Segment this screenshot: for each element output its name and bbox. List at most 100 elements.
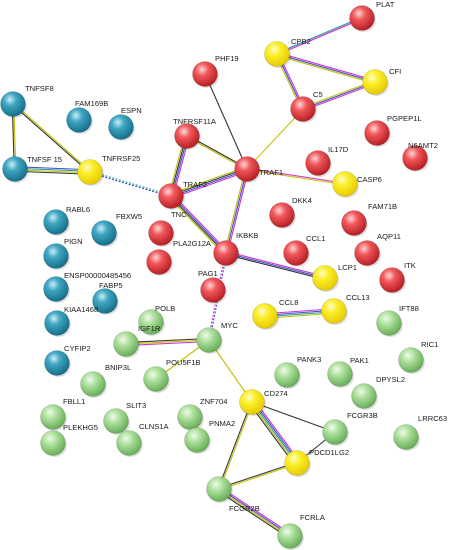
node-kiaa1468[interactable]: KIAA1468 — [44, 305, 99, 337]
node-plekhg5[interactable]: PLEKHG5 — [40, 423, 99, 457]
node-sphere[interactable] — [66, 107, 92, 133]
node-fbll1[interactable]: FBLL1 — [40, 397, 86, 431]
node-sphere[interactable] — [91, 220, 117, 246]
node-sphere[interactable] — [362, 69, 388, 95]
node-ccl8[interactable]: CCL8 — [252, 298, 299, 330]
node-sphere[interactable] — [43, 209, 69, 235]
node-sphere[interactable] — [206, 476, 232, 502]
node-fcrla[interactable]: FCRLA — [277, 513, 326, 550]
node-polb[interactable]: POLB — [138, 304, 176, 336]
node-lrrc63[interactable]: LRRC63 — [393, 414, 448, 451]
node-sphere[interactable] — [0, 91, 26, 117]
node-rabl6[interactable]: RABL6 — [43, 205, 91, 236]
node-sphere[interactable] — [43, 276, 69, 302]
node-pign[interactable]: PIGN — [43, 237, 83, 270]
node-sphere[interactable] — [364, 120, 390, 146]
node-slit3[interactable]: SLIT3 — [103, 401, 147, 435]
node-dkk4[interactable]: DKK4 — [269, 196, 312, 229]
node-pdcd1lg2[interactable]: PDCD1LG2 — [284, 448, 350, 477]
node-lcp1[interactable]: LCP1 — [312, 263, 358, 292]
node-cpb2[interactable]: CPB2 — [264, 37, 311, 68]
node-sphere[interactable] — [398, 347, 424, 373]
node-dpysl2[interactable]: DPYSL2 — [351, 375, 406, 410]
node-sphere[interactable] — [239, 389, 265, 415]
node-sphere[interactable] — [327, 361, 353, 387]
node-sphere[interactable] — [379, 267, 405, 293]
node-sphere[interactable] — [116, 430, 142, 456]
node-bnip3l[interactable]: BNIP3L — [80, 363, 132, 398]
node-cfi[interactable]: CFI — [362, 67, 402, 96]
node-sphere[interactable] — [174, 123, 200, 149]
node-sphere[interactable] — [354, 240, 380, 266]
node-fbxw5[interactable]: FBXW5 — [91, 212, 143, 247]
node-myc[interactable]: MYC — [196, 321, 239, 354]
node-sphere[interactable] — [290, 96, 316, 122]
node-sphere[interactable] — [213, 240, 239, 266]
node-sphere[interactable] — [143, 366, 169, 392]
node-traf2[interactable]: TRAF2 — [158, 180, 208, 210]
node-sphere[interactable] — [322, 419, 348, 445]
node-sphere[interactable] — [277, 523, 303, 549]
node-sphere[interactable] — [264, 41, 290, 67]
node-sphere[interactable] — [192, 61, 218, 87]
node-sphere[interactable] — [284, 450, 310, 476]
node-sphere[interactable] — [234, 156, 260, 182]
node-fabp5[interactable]: FABP5 — [92, 281, 123, 315]
node-fam71b[interactable]: FAM71B — [341, 202, 398, 237]
node-tnc[interactable]: TNC — [148, 210, 188, 247]
node-il17d[interactable]: IL17D — [305, 145, 349, 177]
node-sphere[interactable] — [40, 404, 66, 430]
node-sphere[interactable] — [103, 408, 129, 434]
node-fcgr2b[interactable]: FCGR2B — [206, 476, 260, 514]
node-sphere[interactable] — [113, 331, 139, 357]
node-pank3[interactable]: PANK3 — [274, 355, 322, 389]
node-cyfip2[interactable]: CYFIP2 — [44, 344, 91, 377]
node-sphere[interactable] — [184, 427, 210, 453]
node-pak1[interactable]: PAK1 — [327, 356, 369, 388]
node-sphere[interactable] — [393, 424, 419, 450]
node-sphere[interactable] — [305, 150, 331, 176]
node-cd274[interactable]: CD274 — [239, 389, 288, 416]
node-sphere[interactable] — [44, 310, 70, 336]
node-itk[interactable]: ITK — [379, 261, 416, 294]
node-ric1[interactable]: RIC1 — [398, 340, 439, 374]
node-sphere[interactable] — [274, 362, 300, 388]
node-sphere[interactable] — [2, 156, 28, 182]
node-casp6[interactable]: CASP6 — [332, 171, 382, 199]
node-sphere[interactable] — [77, 159, 103, 185]
node-sphere[interactable] — [349, 5, 375, 31]
node-sphere[interactable] — [200, 277, 226, 303]
node-pla2g12a[interactable]: PLA2G12A — [146, 239, 212, 276]
node-fcgr3b[interactable]: FCGR3B — [322, 411, 378, 446]
node-pgpep1l[interactable]: PGPEP1L — [364, 114, 422, 147]
node-sphere[interactable] — [44, 350, 70, 376]
node-pnma2[interactable]: PNMA2 — [184, 419, 236, 454]
node-sphere[interactable] — [138, 309, 164, 335]
node-tnfsf15[interactable]: TNFSF 15 — [2, 155, 63, 183]
node-ift88[interactable]: IFT88 — [376, 304, 419, 337]
node-espn[interactable]: ESPN — [108, 106, 142, 141]
node-sphere[interactable] — [332, 171, 358, 197]
node-sphere[interactable] — [269, 202, 295, 228]
node-sphere[interactable] — [148, 220, 174, 246]
node-tnfrsf25[interactable]: TNFRSF25 — [77, 154, 141, 186]
node-igf1r[interactable]: IGF1R — [113, 324, 161, 358]
node-aqp11[interactable]: AQP11 — [354, 232, 401, 267]
node-sphere[interactable] — [92, 288, 118, 314]
node-sphere[interactable] — [341, 210, 367, 236]
node-sphere[interactable] — [40, 430, 66, 456]
node-sphere[interactable] — [283, 240, 309, 266]
node-sphere[interactable] — [158, 183, 184, 209]
node-plat[interactable]: PLAT — [349, 0, 395, 32]
node-sphere[interactable] — [376, 310, 402, 336]
node-clns1a[interactable]: CLNS1A — [116, 422, 170, 457]
node-traf1[interactable]: TRAF1 — [234, 156, 284, 184]
node-pag1[interactable]: PAG1 — [198, 269, 227, 304]
node-phf19[interactable]: PHF19 — [192, 54, 239, 88]
node-tnfsf8[interactable]: TNFSF8 — [0, 84, 54, 118]
node-znf704[interactable]: ZNF704 — [177, 397, 228, 431]
node-ikbkb[interactable]: IKBKB — [213, 231, 259, 267]
node-sphere[interactable] — [321, 298, 347, 324]
node-sphere[interactable] — [177, 404, 203, 430]
node-n6amt2[interactable]: N6AMT2 — [402, 141, 438, 172]
